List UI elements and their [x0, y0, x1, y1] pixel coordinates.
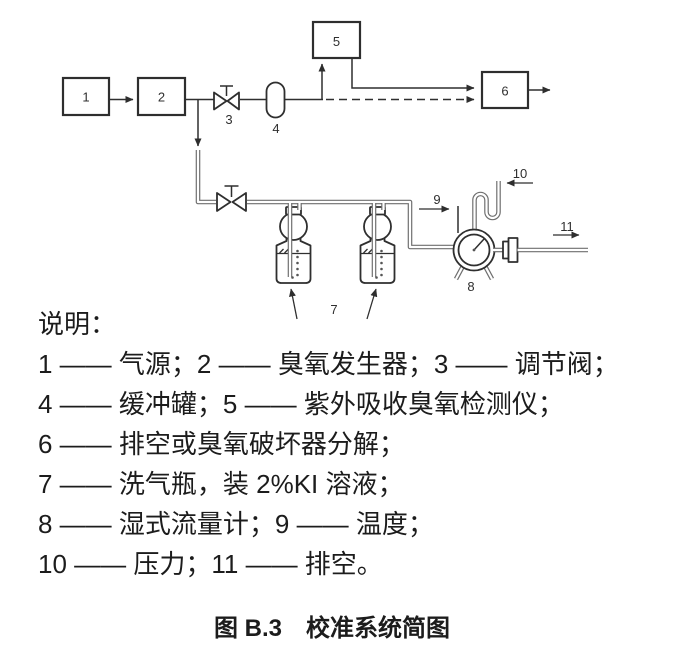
label-arrows [289, 179, 580, 320]
gas-washing-bottle-1 [275, 206, 312, 284]
label-4: 4 [272, 121, 279, 136]
label-5: 5 [333, 34, 340, 49]
legend-line: 10 —— 压力；11 —— 排空。 [38, 549, 383, 579]
flow-arrow [351, 58, 475, 92]
label-11: 11 [560, 219, 574, 234]
legend-line: 6 —— 排空或臭氧破坏器分解； [38, 429, 405, 459]
label-10: 10 [513, 166, 527, 181]
gas-source-box [61, 76, 111, 117]
meter-outlet [493, 237, 588, 263]
legend-line: 7 —— 洗气瓶，装 2%KI 溶液； [38, 469, 404, 499]
pressure-u-tube [472, 181, 501, 230]
label-7: 7 [330, 302, 337, 317]
regulating-valve-lower [216, 185, 247, 212]
figure-caption: 图 B.3 校准系统简图 [213, 615, 450, 642]
legend-line: 4 —— 缓冲罐；5 —— 紫外吸收臭氧检测仪； [38, 389, 564, 419]
pipes [195, 150, 456, 250]
bottle-tubes [287, 203, 386, 277]
label-8: 8 [467, 279, 474, 294]
label-1: 1 [82, 90, 89, 105]
exhaust-destructor-box [480, 70, 530, 110]
gas-washing-bottle-2 [359, 206, 396, 284]
bubbles [291, 249, 383, 279]
label-9: 9 [433, 192, 440, 207]
label-6: 6 [501, 84, 508, 99]
regulating-valve-top [213, 85, 240, 111]
uv-ozone-analyzer-box [311, 20, 362, 60]
label-3: 3 [225, 112, 232, 127]
legend: 说明： 1 —— 气源；2 —— 臭氧发生器；3 —— 调节阀； 4 —— 缓冲… [38, 304, 619, 584]
ozone-generator-box [136, 76, 187, 117]
label-2: 2 [158, 90, 165, 105]
wet-flow-meter [452, 228, 496, 281]
flow-lines [109, 58, 551, 147]
calibration-system-diagram: 1 2 3 4 5 6 7 8 9 10 11 [61, 20, 588, 320]
legend-title: 说明： [38, 309, 117, 339]
legend-line: 1 —— 气源；2 —— 臭氧发生器；3 —— 调节阀； [38, 349, 619, 379]
gauge-needle [473, 238, 485, 251]
buffer-tank [265, 81, 286, 119]
legend-line: 8 —— 湿式流量计；9 —— 温度； [38, 509, 434, 539]
